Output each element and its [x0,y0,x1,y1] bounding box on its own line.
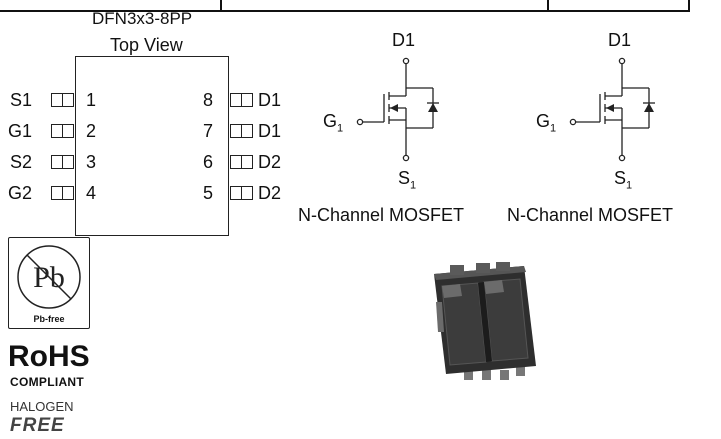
mosfet-schematic-2: D1 G1 S1 N-Channel MOSFET [507,28,721,228]
pin-number: 1 [86,90,97,110]
pin-name: G1 [8,121,33,141]
pin-number: 7 [203,121,214,141]
pin-pad [51,124,74,138]
gate-label: G1 [323,111,344,135]
pin-pad [230,93,253,107]
pin-name: D1 [258,90,282,110]
pin-name: S1 [10,90,33,110]
pin-pad [51,186,74,200]
rohs-title: RoHS [8,340,90,373]
pin-name: D2 [258,152,282,172]
mosfet-caption: N-Channel MOSFET [507,205,674,225]
package-name: DFN3x3-8PP [92,9,193,28]
mosfet-symbol-icon [356,57,439,162]
pin-number: 4 [86,183,97,203]
source-label: S1 [614,168,633,192]
pin-name: G2 [8,183,33,203]
pin-pad [51,155,74,169]
mosfet-caption: N-Channel MOSFET [298,205,465,225]
pb-free-badge: Pb Pb-free [8,237,90,329]
pin-number: 2 [86,121,97,141]
pin-pad [230,124,253,138]
package-render-image [434,262,536,380]
pin-pad [230,186,253,200]
mosfet-symbol-icon [569,57,655,162]
pin-pad [51,93,74,107]
halogen-label: HALOGEN [10,399,74,414]
gate-label: G1 [536,111,557,135]
pin-number: 5 [203,183,214,203]
no-lead-icon: Pb [17,245,81,309]
package-outline [75,56,229,236]
pin-number: 8 [203,90,214,110]
pin-name: S2 [10,152,33,172]
drain-label: D1 [608,30,632,50]
halogen-free-label: FREE [10,415,65,436]
package-view-label: Top View [110,35,183,55]
pin-name: D2 [258,183,282,203]
pin-pad [230,155,253,169]
pin-number: 3 [86,152,97,172]
pin-number: 6 [203,152,214,172]
source-label: S1 [398,168,417,192]
table-border-fragment [0,0,690,12]
rohs-compliant: COMPLIANT [10,375,85,389]
pb-free-label: Pb-free [33,314,65,324]
drain-label: D1 [392,30,416,50]
mosfet-schematic-1: D1 G1 S1 N-Channel MOSFET [298,28,500,228]
pin-name: D1 [258,121,282,141]
pb-symbol: Pb [33,261,65,294]
